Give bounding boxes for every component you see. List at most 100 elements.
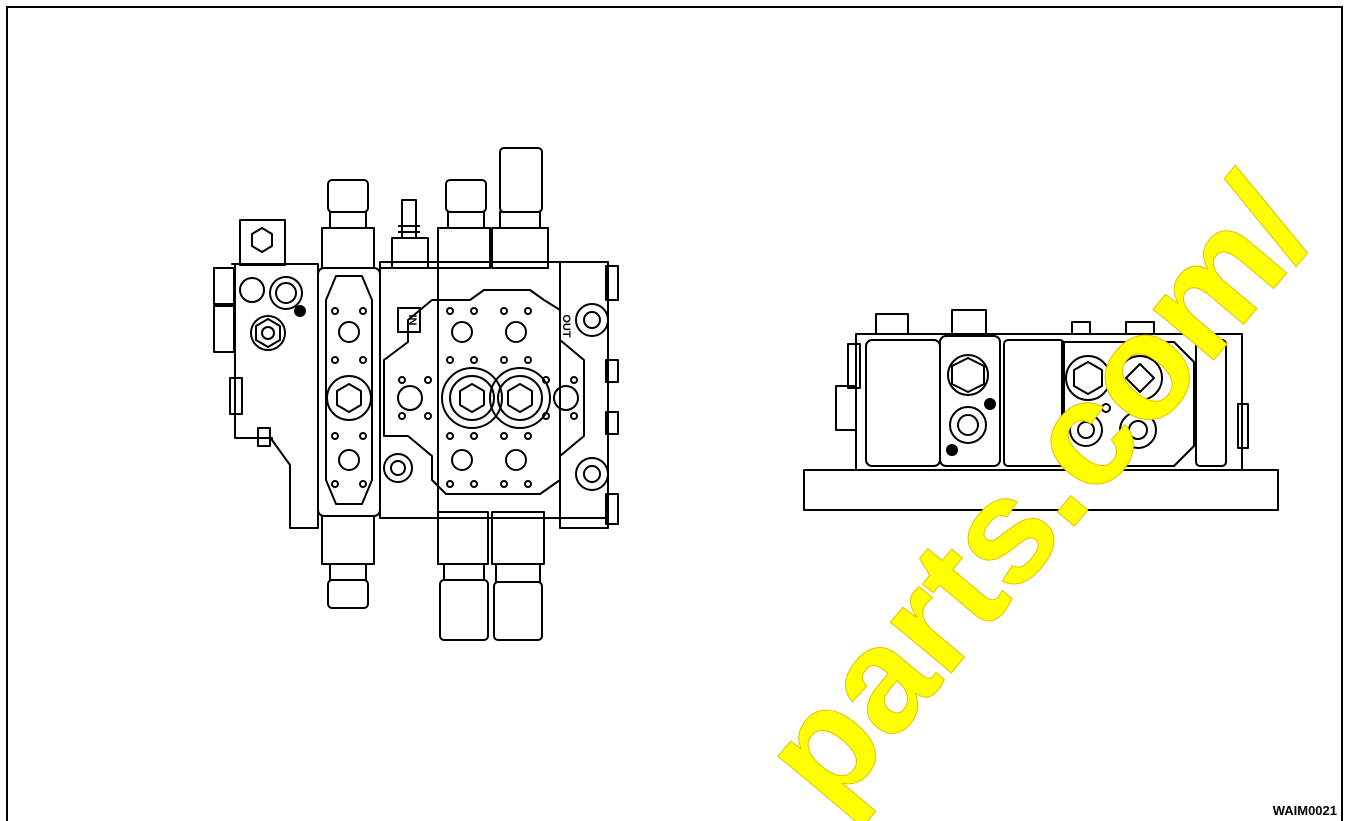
spool3-body-top [491,227,549,269]
spool1-bolt [359,432,367,440]
side-hex-plug-icon [951,357,985,393]
spool2-nut-top [447,211,485,229]
port-label-in: IN [406,315,418,326]
face-hole [451,449,473,471]
face-hole [505,449,527,471]
side-top-nut [951,309,987,335]
face-port-right [553,385,579,411]
side-top-stud [1125,321,1155,335]
spool1-body-top [321,227,375,269]
spool1-nut-top [329,211,367,229]
inlet-port-inner [390,460,406,476]
side-square-plug-icon [1125,363,1155,393]
relief-valve-core [261,326,275,340]
main-port-b [497,375,543,421]
main-port-a [449,375,495,421]
valve-front-view [213,147,619,641]
main-port-b-plug-icon [507,383,533,413]
inlet-fitting [391,237,429,269]
inlet-stud [401,199,417,239]
port-circle-2-inner [275,282,297,304]
side-small-port-2 [1119,411,1157,449]
side-plug-4 [257,427,271,447]
main-port-a-plug-icon [459,383,485,413]
mount-bracket [239,219,286,266]
side-bolt [1101,403,1111,413]
side-plug-ring [947,354,989,396]
inlet-block [379,267,439,519]
relief-valve-hex-icon [255,318,281,348]
face-hole [505,321,527,343]
port-label-out: OUT [560,314,572,338]
spool1-bolt [331,480,339,488]
spool1-bolt [359,480,367,488]
side-large-port-2 [1117,355,1163,401]
side-plug-3 [229,377,243,415]
side-port-inner [957,414,979,436]
drawing-frame [6,6,1343,821]
out-port-outer [575,303,609,337]
spool1-bolt [331,356,339,364]
spool1-hole-a [338,321,360,343]
side-small-port-2-inner [1128,420,1148,440]
watermark-text: parts.com/ [728,146,1344,821]
side-right-plug [1237,403,1249,449]
spool1-hole-b [338,449,360,471]
lower-port-inner [583,465,601,483]
face-port-left [397,385,423,411]
out-port-inner [583,311,601,329]
spool1-bolt [359,356,367,364]
valve-side-view [803,309,1279,511]
spool3-solenoid-bottom [493,581,543,641]
spool2-solenoid [439,579,489,641]
spool2-body-bottom [437,511,489,565]
relief-valve-outer [250,315,286,351]
side-section-3 [1003,339,1065,467]
spool1-bolt [359,307,367,315]
side-dot [984,398,996,410]
port-circle-2 [269,276,303,310]
spool1-bolt [331,432,339,440]
spool2-body-top [437,227,491,269]
side-left-plug [847,343,861,389]
end-bolt [605,359,619,383]
side-small-port [1069,413,1103,447]
side-large-plug-icon [1073,361,1103,395]
main-port-b-outer [489,367,551,429]
face-hole [451,321,473,343]
spool3-nut-top [499,211,541,229]
side-top-nut [875,313,909,335]
side-section-4 [1061,341,1195,467]
bracket-nut-icon [251,227,273,253]
spool3-nut-bottom [495,563,541,583]
side-end-cover [1195,339,1227,467]
side-small-port-inner [1077,421,1095,439]
side-large-port [1065,355,1111,401]
port-dot [294,305,306,317]
mounting-face [383,289,585,495]
side-dot [946,444,958,456]
end-cover [559,261,609,529]
spool2-nut-bottom [443,563,485,581]
figure-id-label: WAIM0021 [1269,802,1340,819]
side-left-plug [835,385,857,431]
spool1-bolt [331,307,339,315]
side-port [949,406,987,444]
end-bolt [605,493,619,525]
main-port-a-outer [441,367,503,429]
spool3-body-bottom [491,511,545,565]
side-section-1 [865,339,941,467]
side-section-2 [939,335,1001,467]
spool1-nut-bottom [329,563,367,581]
spool3-solenoid-top [499,147,543,213]
side-plug-1 [213,267,235,305]
side-plug-2 [213,305,235,353]
spool1-cap-bottom [327,579,369,609]
spool1-plug-icon [336,383,362,413]
end-bolt [605,265,619,301]
face-bolt-holes [398,307,578,488]
side-bolt [1061,449,1071,459]
spool1-port [326,375,372,421]
side-bolt [1155,403,1165,413]
